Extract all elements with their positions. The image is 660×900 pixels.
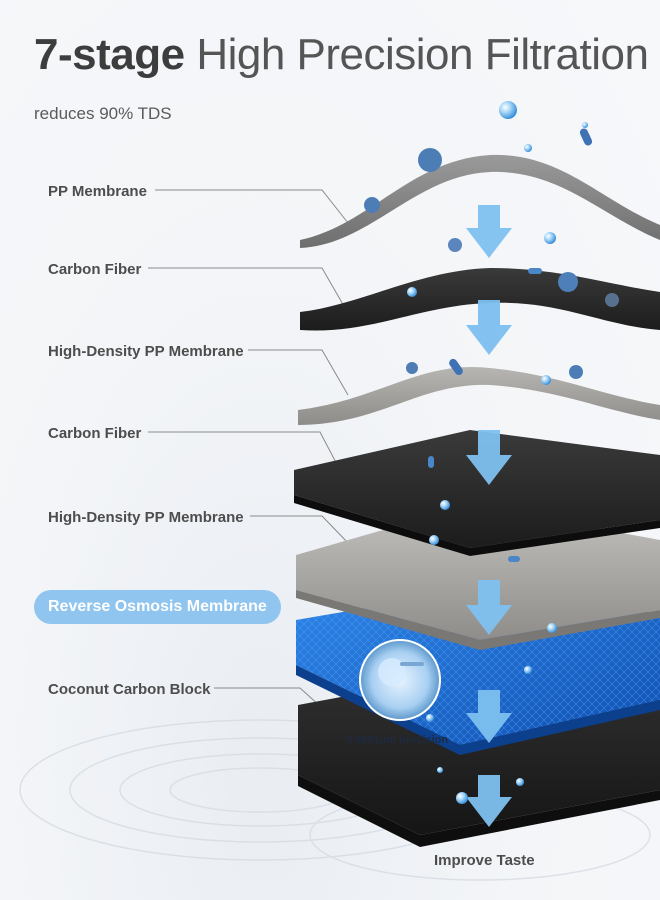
layer-carbon-fiber-2 [294,430,660,548]
arrow-3 [466,430,512,485]
label-hd-pp-membrane-2: High-Density PP Membrane [48,509,244,526]
layer-hd-pp-1 [298,366,660,425]
page-title: 7-stage High Precision Filtration [34,30,649,80]
improve-taste-label: Improve Taste [434,852,535,869]
arrow-5 [466,690,512,743]
magnifier-lens [359,639,441,721]
layer-pp-membrane [300,154,660,248]
arrow-1 [466,205,512,258]
label-coconut-carbon-block: Coconut Carbon Block [48,681,211,698]
label-hd-pp-membrane-1: High-Density PP Membrane [48,343,244,360]
contaminant-particles [364,128,619,562]
water-droplets [407,101,588,804]
arrow-4 [466,580,512,635]
arrow-6 [466,775,512,827]
title-bold: 7-stage [34,30,185,79]
label-ro-membrane: Reverse Osmosis Membrane [34,590,281,624]
precision-note: 0.0001μm precision [346,734,449,746]
arrow-2 [466,300,512,355]
label-carbon-fiber-1: Carbon Fiber [48,261,142,278]
label-pp-membrane: PP Membrane [48,183,147,200]
title-rest: High Precision Filtration [196,30,649,79]
label-carbon-fiber-2: Carbon Fiber [48,425,142,442]
flow-arrows [466,205,512,827]
subtitle: reduces 90% TDS [34,104,172,123]
